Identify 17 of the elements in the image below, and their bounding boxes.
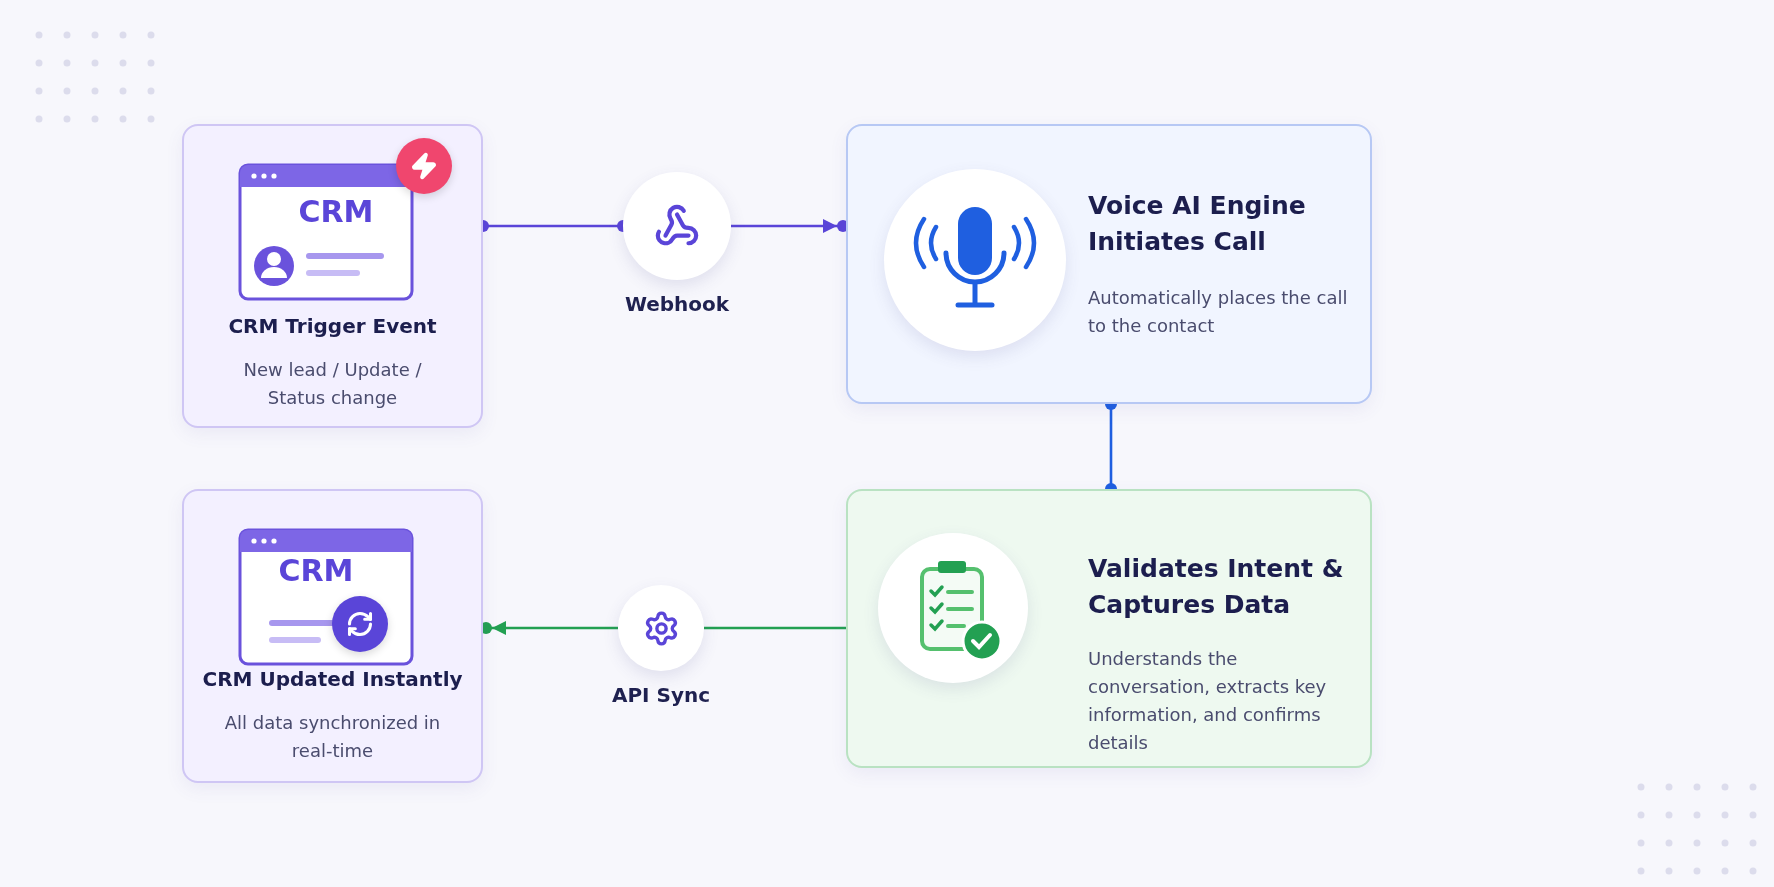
step-card [846, 124, 1372, 404]
card-title: CRM Updated Instantly [201, 667, 464, 691]
card-title: Validates Intent & Captures Data [1088, 553, 1345, 621]
window-title: CRM [277, 553, 355, 588]
card-title: Voice AI Engine Initiates Call [1088, 190, 1307, 258]
card-description: All data synchronized in real-time [224, 711, 441, 763]
window-title: CRM [297, 194, 375, 229]
card-description: Automatically places the call to the contact [1088, 286, 1349, 338]
step-card [182, 489, 483, 783]
card-description: New lead / Update / Status change [242, 358, 423, 410]
card-title: CRM Trigger Event [227, 314, 438, 338]
step-card [846, 489, 1372, 768]
card-description: Understands the conversation, extracts key information, and confirms details [1088, 647, 1328, 755]
hub-label: API Sync [611, 683, 711, 707]
hub-label: Webhook [624, 292, 730, 316]
connector-line [704, 626, 846, 630]
step-card [182, 124, 483, 428]
